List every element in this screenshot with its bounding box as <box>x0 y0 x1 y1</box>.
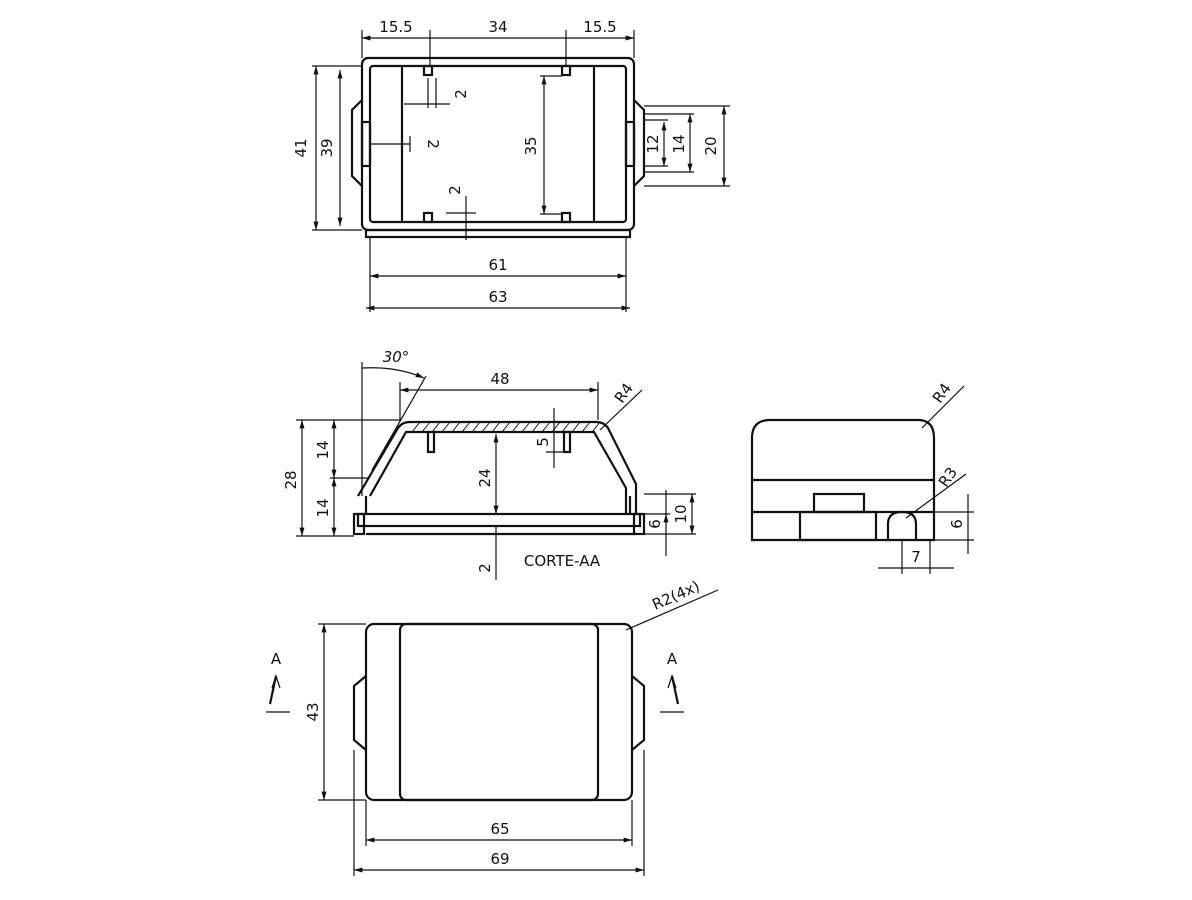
section-outer-profile <box>357 420 638 514</box>
side-view-slot <box>886 510 918 540</box>
dim-tab-inner: 12 <box>644 134 662 153</box>
hatch-line <box>551 421 561 433</box>
dim-middle-width: 34 <box>488 18 507 36</box>
hatch-line <box>521 421 531 433</box>
hatch-line <box>581 421 591 433</box>
dim-side-slot: 2 <box>424 139 442 149</box>
section-hatching <box>411 421 601 433</box>
dim-rib-height: 5 <box>534 437 552 447</box>
dim-side-radius-slot: R3 <box>935 464 961 491</box>
section-base <box>356 512 642 528</box>
section-inner-profile <box>369 430 628 514</box>
dim-lower-height: 14 <box>314 498 332 517</box>
dim-top-width: 48 <box>490 370 509 388</box>
dim-side-radius-top: R4 <box>929 380 955 407</box>
dim-tab-outer: 20 <box>702 136 720 155</box>
dim-inner-height-section: 24 <box>476 468 494 487</box>
top-view-slot-tl <box>422 64 434 77</box>
section-caption: CORTE-AA <box>524 552 601 570</box>
side-view-boss <box>812 492 866 514</box>
dim-right-width: 15.5 <box>583 18 616 36</box>
section-mark-left: A <box>271 650 282 668</box>
dim-bottom-width-outer: 69 <box>490 850 509 868</box>
section-view: 30° 48 R4 28 14 14 24 5 2 <box>282 348 696 580</box>
section-foot-right <box>632 512 646 536</box>
top-view-rim <box>364 228 632 239</box>
section-foot-left <box>352 512 366 536</box>
dim-height-outer: 41 <box>292 138 310 157</box>
dim-bottom-width-inner: 65 <box>490 820 509 838</box>
side-view-block <box>798 510 878 542</box>
side-view-outline <box>750 418 936 542</box>
dim-side-slot-width: 7 <box>911 548 921 566</box>
dim-angle: 30° <box>383 348 410 366</box>
dim-height-inner: 39 <box>318 138 336 157</box>
dim-tab-mid: 14 <box>670 134 688 153</box>
dim-upper-height: 14 <box>314 440 332 459</box>
hatch-line <box>411 421 421 433</box>
hatch-line <box>441 421 451 433</box>
section-rib-right <box>562 430 572 454</box>
hatch-line <box>491 421 501 433</box>
hatch-line <box>461 421 471 433</box>
hatch-line <box>541 421 551 433</box>
dim-width-outer: 63 <box>488 288 507 306</box>
bottom-view-panel <box>398 622 600 802</box>
dim-base-thickness: 2 <box>476 563 494 573</box>
bottom-view-right-tab <box>631 675 646 751</box>
hatch-line <box>451 421 461 433</box>
dim-section-radius: R4 <box>611 380 637 407</box>
hatch-line <box>501 421 511 433</box>
bottom-view: R2(4x) 43 65 69 A A <box>266 577 719 876</box>
top-view-right-slot <box>624 120 636 168</box>
hatch-line <box>531 421 541 433</box>
hatch-line <box>481 421 491 433</box>
bottom-view-outline <box>364 622 634 802</box>
top-view-slot-br <box>560 211 572 224</box>
hatch-line <box>561 421 571 433</box>
dim-inner-height: 35 <box>522 136 540 155</box>
dim-width-inner: 61 <box>488 256 507 274</box>
hatch-line <box>511 421 521 433</box>
section-mark-right: A <box>667 650 678 668</box>
hatch-line <box>591 421 601 433</box>
dim-bottom-slot: 2 <box>446 185 464 195</box>
bottom-view-left-tab <box>352 675 367 751</box>
hatch-line <box>471 421 481 433</box>
dim-left-width: 15.5 <box>379 18 412 36</box>
top-view-left-tab <box>350 99 363 187</box>
hatch-line <box>421 421 431 433</box>
hatch-line <box>431 421 441 433</box>
top-view-slot-bl <box>422 211 434 224</box>
dim-slot-width: 2 <box>452 89 470 99</box>
top-view-left-slot <box>360 120 372 168</box>
hatch-line <box>571 421 581 433</box>
dim-step-10: 10 <box>672 504 690 523</box>
side-view: R4 R3 6 7 <box>750 380 974 574</box>
section-rib-left <box>426 430 436 454</box>
dim-total-height: 28 <box>282 470 300 489</box>
dim-side-slot-height: 6 <box>948 519 966 529</box>
top-view-slot-tr <box>560 64 572 77</box>
dim-step-6: 6 <box>646 519 664 529</box>
dim-bottom-height: 43 <box>304 702 322 721</box>
top-view: 15.5 34 15.5 41 39 2 2 2 35 12 <box>292 18 730 312</box>
top-view-right-tab <box>633 99 646 187</box>
